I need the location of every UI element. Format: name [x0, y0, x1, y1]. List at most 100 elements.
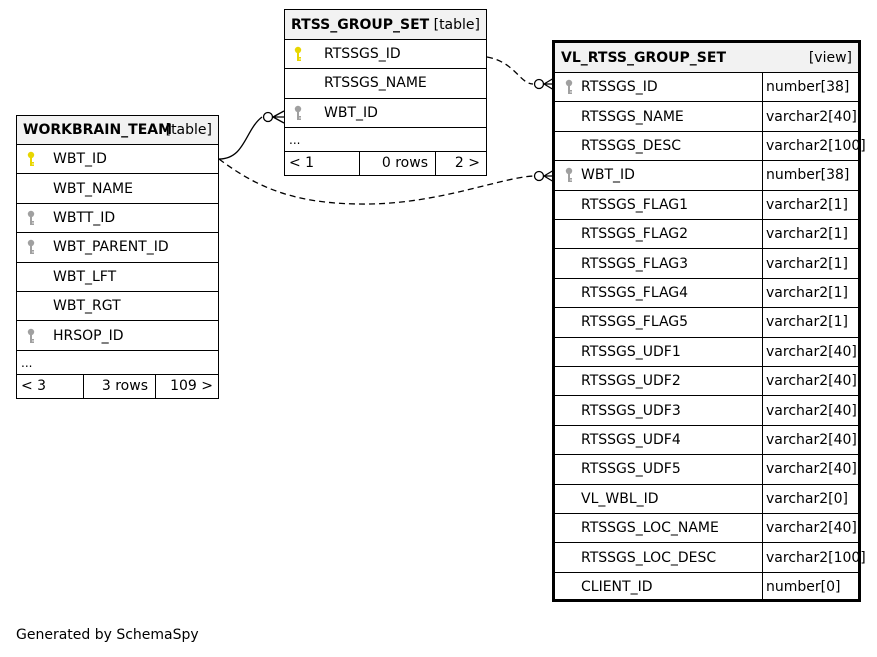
foreign-key-icon	[26, 239, 36, 255]
column-name: RTSSGS_FLAG1	[581, 196, 689, 213]
column-name: WBT_ID	[581, 167, 635, 184]
table-header[interactable]: VL_RTSS_GROUP_SET [view]	[555, 43, 858, 73]
rtss-group-set-table[interactable]: RTSS_GROUP_SET [table] RTSSGS_ID RTSSGS_N…	[284, 9, 487, 176]
column-row-wbt-id[interactable]: WBT_ID	[17, 145, 218, 175]
column-row-rtssgs-udf3[interactable]: RTSSGS_UDF3 varchar2[40]	[555, 396, 858, 426]
column-name: VL_WBL_ID	[581, 490, 659, 507]
link-team-to-groupset-crowfoot	[272, 110, 285, 124]
foreign-key-icon	[564, 167, 574, 183]
column-row-wbt-rgt[interactable]: WBT_RGT	[17, 292, 218, 322]
column-name: RTSSGS_UDF2	[581, 373, 681, 390]
column-type: varchar2[1]	[766, 196, 848, 213]
primary-key-icon	[26, 151, 36, 167]
column-name: RTSSGS_LOC_NAME	[581, 520, 719, 537]
table-name: WORKBRAIN_TEAM	[23, 122, 173, 138]
table-footer: < 1 0 rows 2 >	[285, 151, 486, 175]
column-name: WBT_ID	[53, 151, 107, 168]
column-name: WBT_ID	[324, 104, 378, 121]
column-name: RTSSGS_ID	[324, 46, 401, 63]
column-row-rtssgs-flag1[interactable]: RTSSGS_FLAG1 varchar2[1]	[555, 191, 858, 220]
column-row-rtssgs-flag3[interactable]: RTSSGS_FLAG3 varchar2[1]	[555, 249, 858, 279]
column-name: RTSSGS_UDF4	[581, 431, 681, 448]
column-name: RTSSGS_UDF3	[581, 402, 681, 419]
type-column-divider	[762, 73, 763, 599]
workbrain-team-table[interactable]: WORKBRAIN_TEAM [table] WBT_ID WBT_NAME WBT…	[16, 115, 219, 399]
column-name: WBT_LFT	[53, 268, 117, 285]
column-type: varchar2[40]	[766, 431, 857, 448]
footer-rows: 3 rows	[101, 378, 148, 394]
column-name: RTSSGS_FLAG2	[581, 226, 689, 243]
column-row-wbt-name[interactable]: WBT_NAME	[17, 174, 218, 204]
column-row-rtssgs-id[interactable]: RTSSGS_ID	[285, 40, 486, 70]
column-name: WBT_PARENT_ID	[53, 239, 169, 256]
column-type: number[38]	[766, 167, 850, 184]
column-row-rtssgs-flag2[interactable]: RTSSGS_FLAG2 varchar2[1]	[555, 220, 858, 250]
table-kind: [table]	[165, 122, 212, 138]
footer-parents[interactable]: 2 >	[454, 155, 480, 171]
column-type: varchar2[100]	[766, 549, 866, 566]
foreign-key-icon	[293, 105, 303, 121]
column-row-wbt-parent-id[interactable]: WBT_PARENT_ID	[17, 233, 218, 263]
footer-parents[interactable]: 109 >	[170, 378, 213, 394]
column-type: varchar2[40]	[766, 402, 857, 419]
column-row-rtssgs-flag5[interactable]: RTSSGS_FLAG5 varchar2[1]	[555, 308, 858, 338]
link-team-to-view	[218, 158, 534, 205]
column-row-wbt-lft[interactable]: WBT_LFT	[17, 263, 218, 292]
column-name: RTSSGS_NAME	[324, 75, 427, 92]
column-type: varchar2[1]	[766, 255, 848, 272]
column-name: WBT_NAME	[53, 180, 133, 197]
column-row-rtssgs-udf4[interactable]: RTSSGS_UDF4 varchar2[40]	[555, 426, 858, 456]
ellipsis: ...	[21, 355, 33, 370]
column-name: RTSSGS_LOC_DESC	[581, 549, 717, 566]
column-type: varchar2[40]	[766, 373, 857, 390]
table-name: RTSS_GROUP_SET	[291, 16, 430, 33]
table-kind: [table]	[433, 16, 480, 33]
column-row-rtssgs-udf2[interactable]: RTSSGS_UDF2 varchar2[40]	[555, 367, 858, 397]
column-name: RTSSGS_UDF5	[581, 461, 681, 478]
column-name: RTSSGS_FLAG4	[581, 284, 689, 301]
column-row-wbtt-id[interactable]: WBTT_ID	[17, 204, 218, 234]
table-header[interactable]: RTSS_GROUP_SET [table]	[285, 10, 486, 40]
column-type: varchar2[0]	[766, 490, 848, 507]
table-name: VL_RTSS_GROUP_SET	[561, 49, 726, 66]
column-row-rtssgs-loc-desc[interactable]: RTSSGS_LOC_DESC varchar2[100]	[555, 543, 866, 573]
column-name: RTSSGS_FLAG5	[581, 314, 689, 331]
foreign-key-icon	[26, 210, 36, 226]
column-name: WBT_RGT	[53, 298, 121, 315]
footer-children[interactable]: < 1	[289, 155, 315, 171]
table-kind: [view]	[808, 49, 852, 66]
column-row-vl-wbl-id[interactable]: VL_WBL_ID varchar2[0]	[555, 485, 858, 514]
footer-rows: 0 rows	[381, 155, 428, 171]
footer-children[interactable]: < 3	[21, 378, 47, 394]
column-type: varchar2[1]	[766, 226, 848, 243]
column-row-wbt-id[interactable]: WBT_ID	[285, 99, 486, 128]
column-row-rtssgs-name[interactable]: RTSSGS_NAME	[285, 69, 486, 99]
link-team-to-groupset-circle	[262, 111, 274, 123]
link-groupset-to-view-circle	[533, 78, 545, 90]
column-name: RTSSGS_DESC	[581, 137, 682, 154]
generated-by-note: Generated by SchemaSpy	[16, 627, 199, 643]
column-type: varchar2[40]	[766, 343, 857, 360]
foreign-key-icon	[564, 79, 574, 95]
column-name: RTSSGS_FLAG3	[581, 255, 689, 272]
column-type: varchar2[1]	[766, 314, 848, 331]
column-name: WBTT_ID	[53, 209, 116, 226]
table-header[interactable]: WORKBRAIN_TEAM [table]	[17, 116, 218, 145]
link-groupset-to-view	[486, 56, 534, 85]
primary-key-icon	[293, 46, 303, 62]
column-row-hrsop-id[interactable]: HRSOP_ID	[17, 321, 218, 351]
ellipsis-row: ...	[17, 351, 218, 375]
column-name: CLIENT_ID	[581, 579, 653, 596]
foreign-key-icon	[26, 328, 36, 344]
column-row-wbt-id[interactable]: WBT_ID number[38]	[555, 161, 858, 191]
link-team-to-view-circle	[533, 170, 545, 182]
